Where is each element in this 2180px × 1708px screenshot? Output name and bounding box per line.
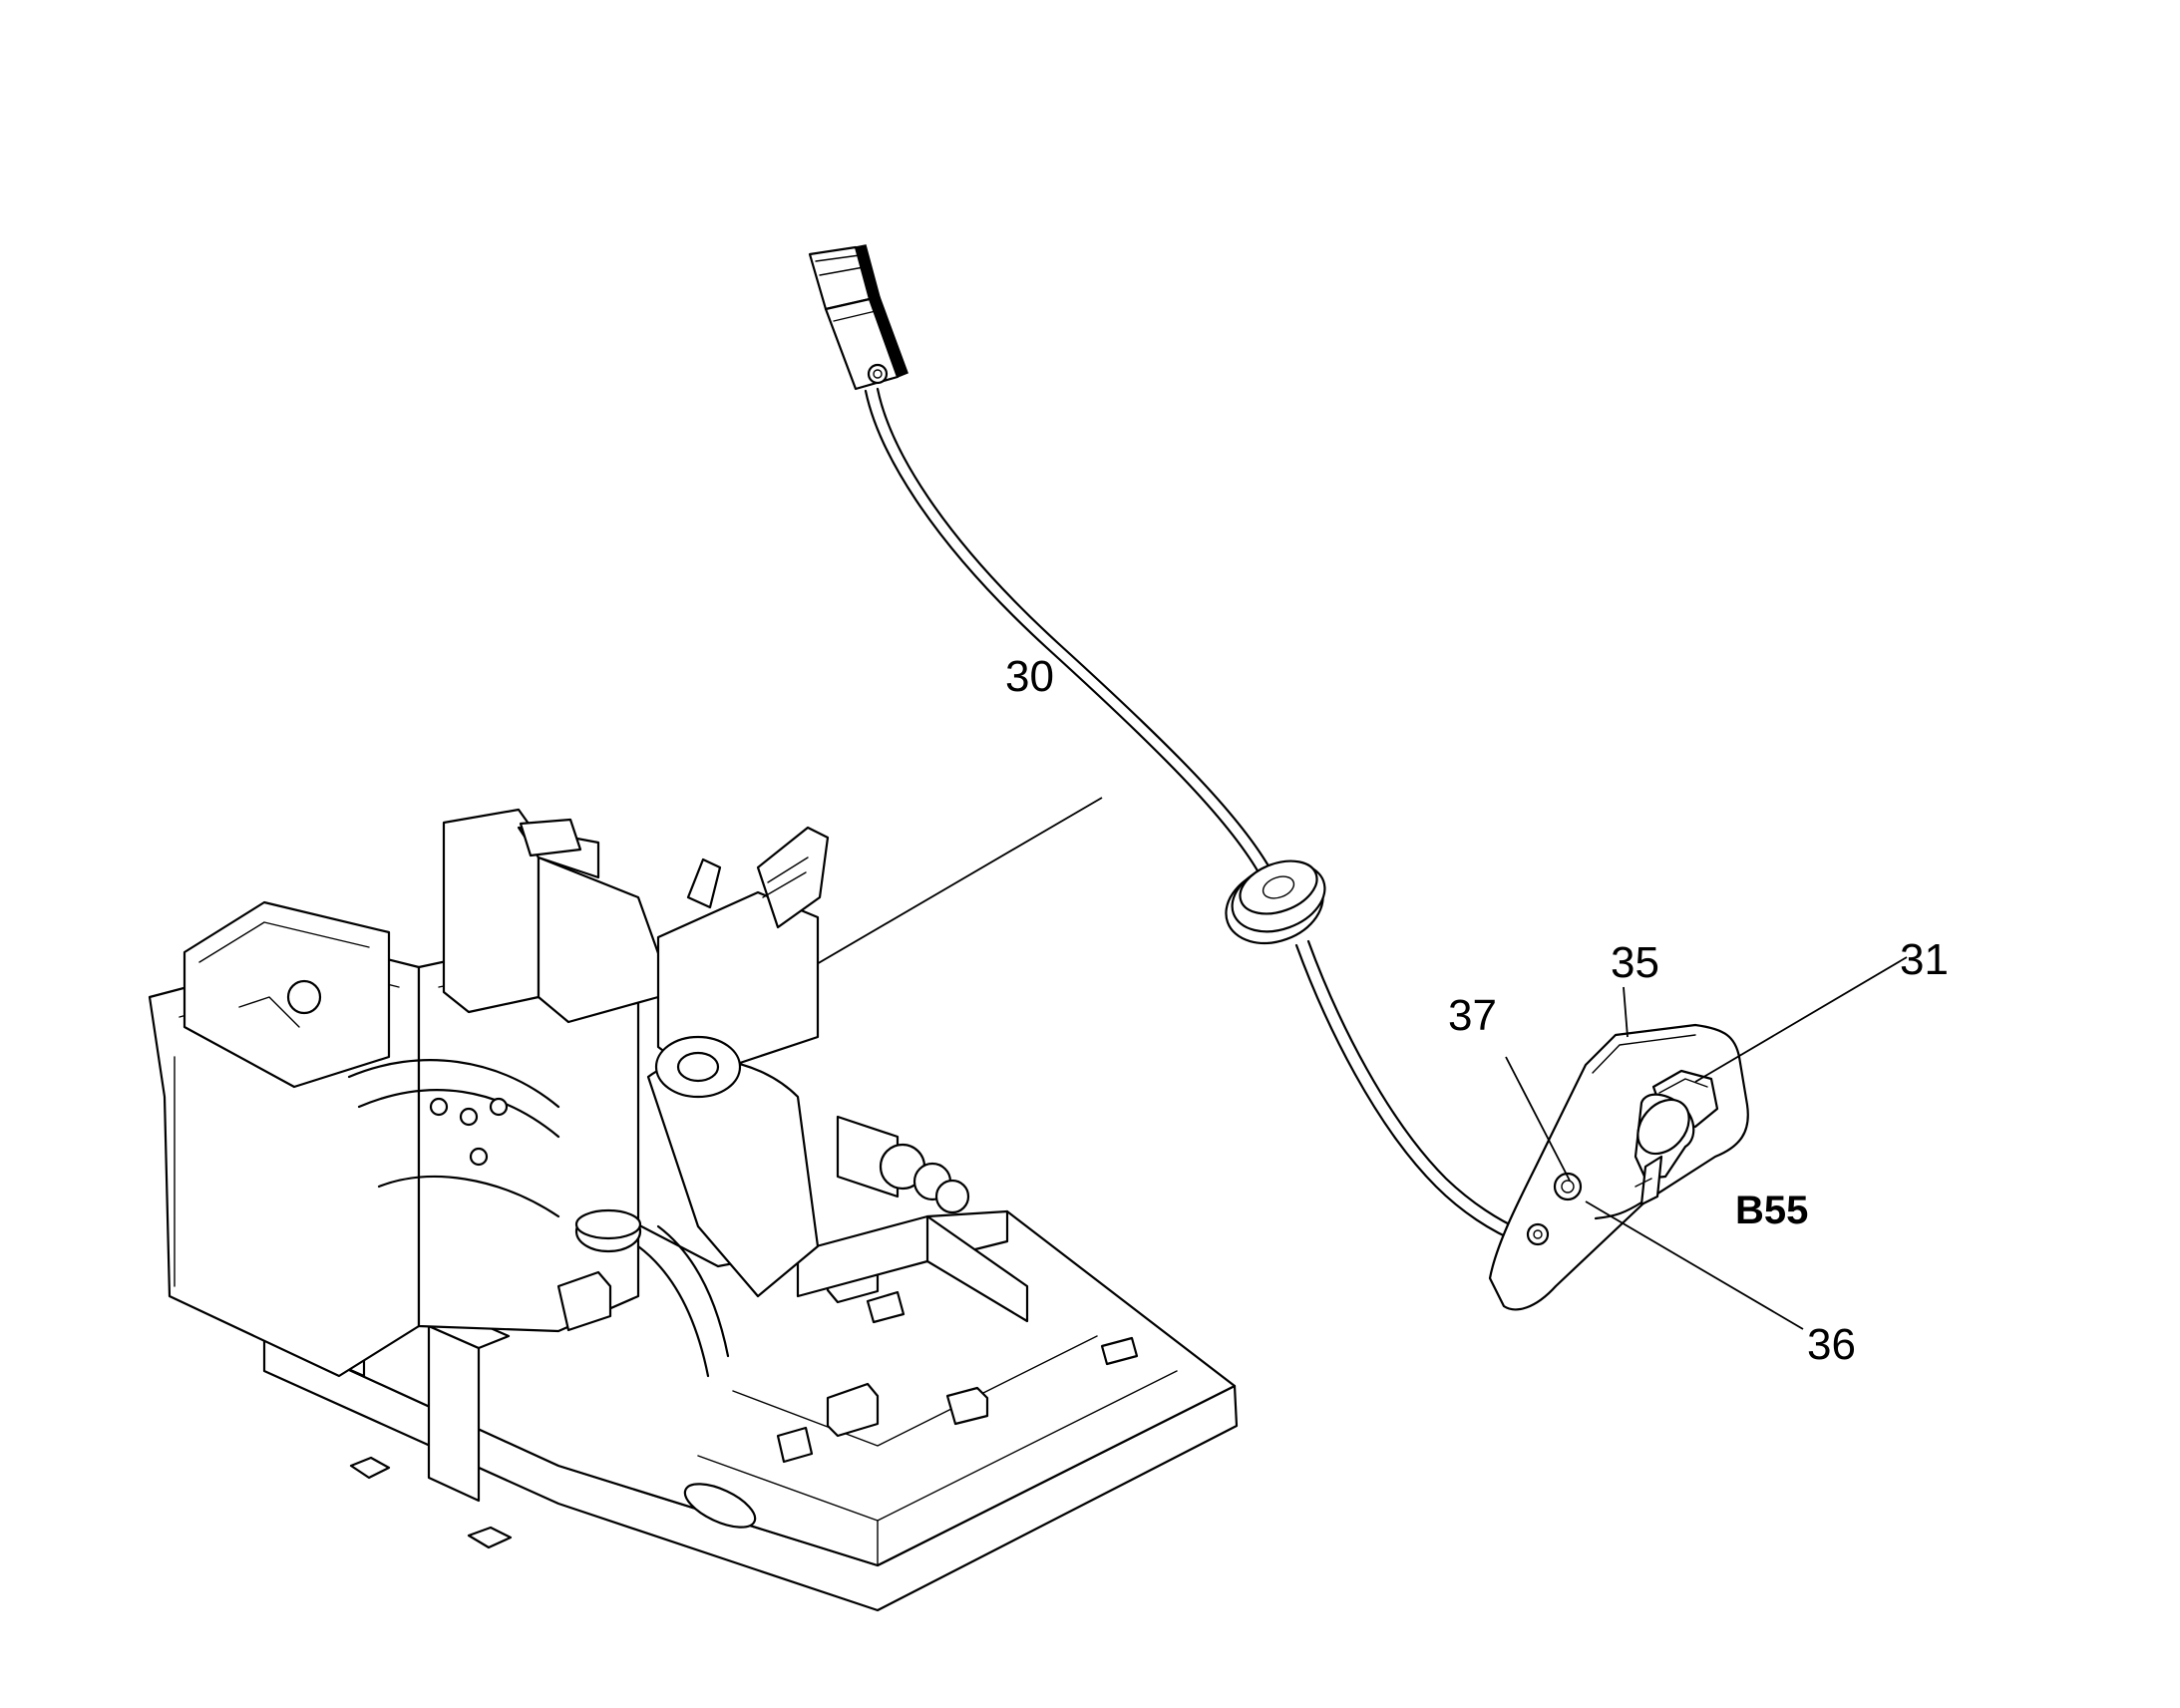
callout-30: 30	[1005, 652, 1054, 701]
sensor-icon	[1594, 1069, 1719, 1220]
leader-35	[1623, 986, 1629, 1038]
connector-icon	[808, 244, 908, 391]
leader-31	[1694, 956, 1908, 1083]
grommet-icon	[1225, 859, 1326, 945]
leader-37	[1505, 1056, 1571, 1182]
callout-35: 35	[1611, 938, 1659, 987]
callout-37: 37	[1448, 991, 1497, 1040]
callout-36: 36	[1807, 1320, 1856, 1369]
machine-frame-icon	[148, 808, 1239, 1612]
callout-31: 31	[1900, 935, 1949, 984]
bracket-icon	[1488, 1023, 1749, 1311]
cable-icon	[864, 387, 1611, 1254]
leader-36	[1585, 1200, 1804, 1330]
component-label-b55: B55	[1735, 1189, 1808, 1232]
